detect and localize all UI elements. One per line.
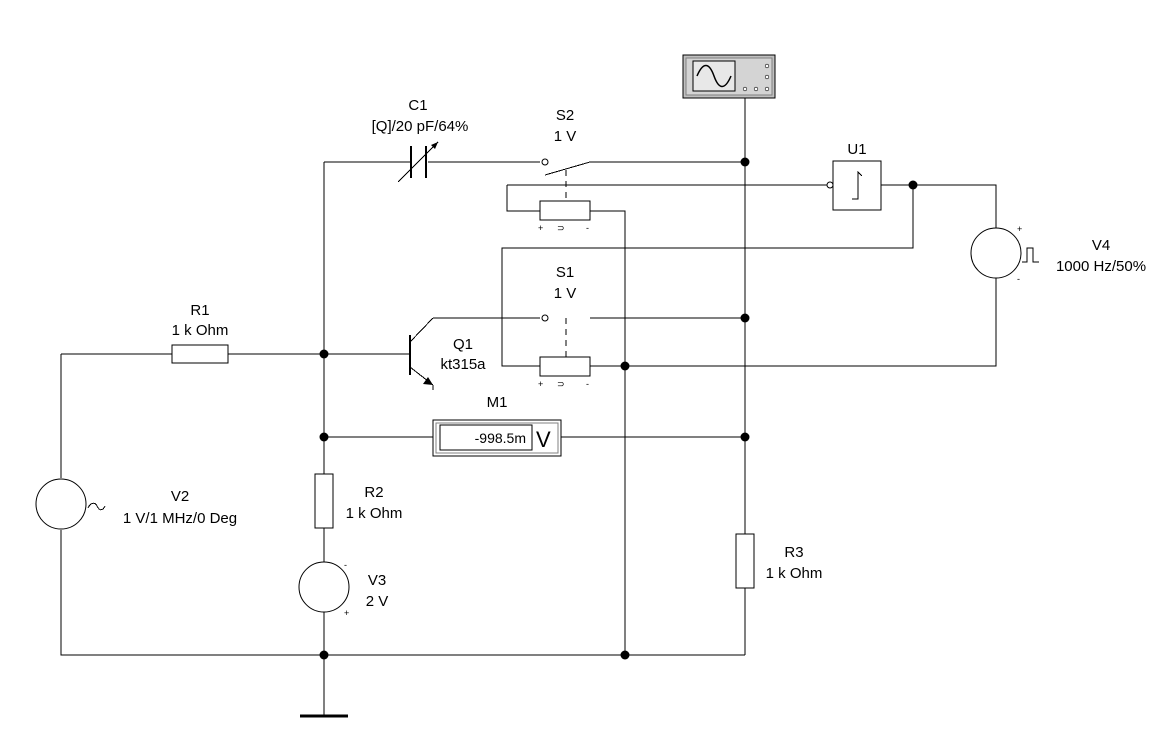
m1-ref: M1: [487, 394, 508, 411]
junction-dot: [319, 650, 329, 660]
ac-source-v2[interactable]: V2 1 V/1 MHz/0 Deg: [35, 478, 237, 530]
c1-ref: C1: [408, 97, 427, 114]
dc-source-v3[interactable]: - + V3 2 V: [298, 560, 389, 618]
v4-value: 1000 Hz/50%: [1056, 258, 1146, 275]
v3-plus-pin: +: [344, 608, 349, 618]
v3-value: 2 V: [366, 593, 389, 610]
r3-value: 1 k Ohm: [766, 565, 823, 582]
q1-value: kt315a: [440, 356, 486, 373]
m1-reading: -998.5m: [475, 430, 526, 446]
c1-value: [Q]/20 pF/64%: [372, 118, 469, 135]
s1-minus-pin: -: [586, 379, 589, 389]
block-u1[interactable]: U1: [826, 141, 882, 211]
v4-ref: V4: [1092, 237, 1110, 254]
junction-dot: [740, 432, 750, 442]
transistor-q1[interactable]: Q1 kt315a: [400, 317, 486, 390]
junction-dot: [620, 650, 630, 660]
junction-dot: [319, 432, 329, 442]
junction-dot: [620, 361, 630, 371]
r3-ref: R3: [784, 544, 803, 561]
r2-ref: R2: [364, 484, 383, 501]
q1-ref: Q1: [453, 336, 473, 353]
relay-switch-s2[interactable]: + ⊃ - S2 1 V: [538, 107, 591, 233]
r1-ref: R1: [190, 302, 209, 319]
resistor-r1[interactable]: R1 1 k Ohm: [171, 302, 229, 364]
s2-minus-pin: -: [586, 223, 589, 233]
r1-value: 1 k Ohm: [172, 322, 229, 339]
s2-plus-pin: +: [538, 223, 543, 233]
junction-dot: [740, 157, 750, 167]
v4-minus-pin: -: [1017, 274, 1020, 284]
pulse-source-v4[interactable]: + - V4 1000 Hz/50%: [970, 224, 1146, 284]
s2-value: 1 V: [554, 128, 577, 145]
oscilloscope-icon[interactable]: [682, 54, 776, 99]
junction-dot: [319, 349, 329, 359]
m1-unit: V: [536, 427, 551, 452]
s2-ref: S2: [556, 107, 574, 124]
s1-value: 1 V: [554, 285, 577, 302]
u1-ref: U1: [847, 141, 866, 158]
s2-coil-glyph: ⊃: [557, 223, 565, 233]
resistor-r2[interactable]: R2 1 k Ohm: [314, 473, 403, 529]
v3-ref: V3: [368, 572, 386, 589]
v3-minus-pin: -: [344, 560, 347, 570]
s1-plus-pin: +: [538, 379, 543, 389]
junction-dots: [319, 157, 918, 660]
s1-coil-glyph: ⊃: [557, 379, 565, 389]
capacitor-c1[interactable]: C1 [Q]/20 pF/64%: [372, 97, 469, 183]
voltmeter-m1[interactable]: -998.5m V M1: [432, 394, 562, 457]
v4-plus-pin: +: [1017, 224, 1022, 234]
junction-dot: [740, 313, 750, 323]
s1-ref: S1: [556, 264, 574, 281]
relay-switch-s1[interactable]: + ⊃ - S1 1 V: [538, 264, 591, 389]
resistor-r3[interactable]: R3 1 k Ohm: [735, 533, 823, 589]
junction-dot: [908, 180, 918, 190]
r2-value: 1 k Ohm: [346, 505, 403, 522]
v2-ref: V2: [171, 488, 189, 505]
v2-value: 1 V/1 MHz/0 Deg: [123, 510, 237, 527]
